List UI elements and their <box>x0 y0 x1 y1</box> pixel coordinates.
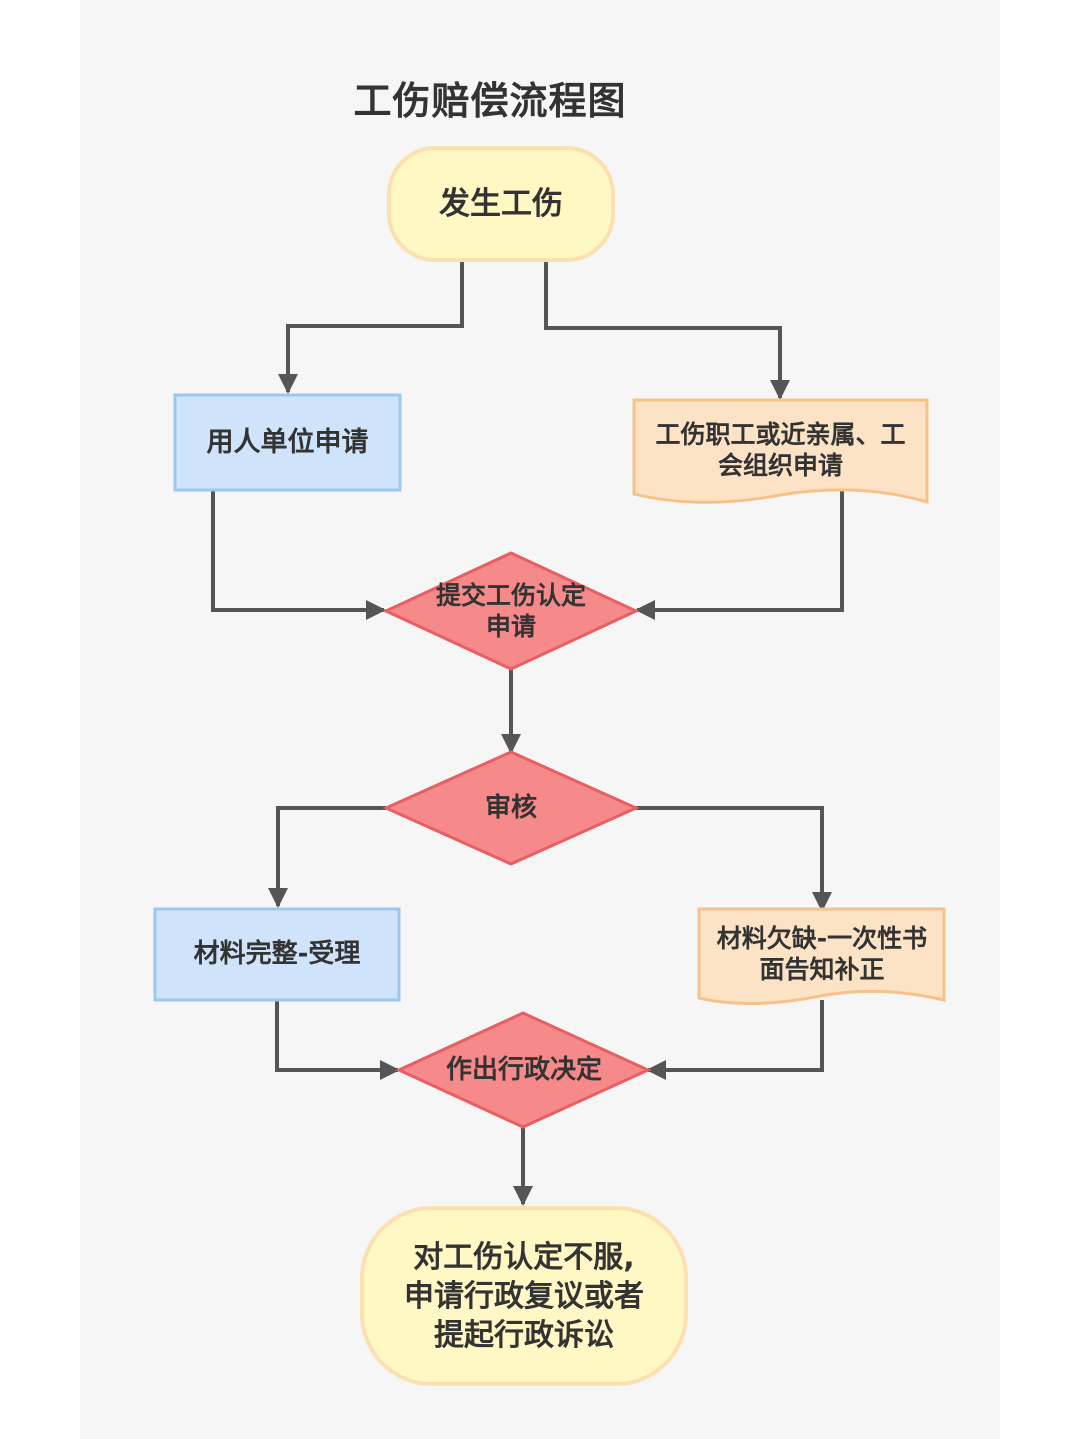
node-review-label: 审核 <box>484 792 537 823</box>
node-supplement-label: 材料欠缺-一次性书 面告知补正 <box>716 923 928 984</box>
edge-review-to-supplement <box>636 806 832 912</box>
node-end-shape <box>360 1206 688 1386</box>
node-accept-shape <box>153 907 401 1002</box>
node-accept-label: 材料完整-受理 <box>193 939 361 970</box>
node-end-label: 对工伤认定不服, 申请行政复议或者 提起行政诉讼 <box>404 1239 644 1353</box>
node-worker-shape <box>632 398 929 505</box>
node-supplement-shape <box>697 907 946 1005</box>
edge-supplement-to-decision <box>646 1000 824 1080</box>
node-worker-label: 工伤职工或近亲属、工 会组织申请 <box>655 419 906 480</box>
node-review-shape <box>382 750 640 866</box>
edge-employer-to-submit <box>211 490 386 620</box>
node-employer-shape <box>173 393 402 492</box>
diagram-title: 工伤赔偿流程图 <box>353 79 627 123</box>
node-start-shape <box>387 146 615 262</box>
edge-start-to-employer <box>278 262 464 394</box>
edge-accept-to-decision <box>275 1000 400 1080</box>
node-decision-label: 作出行政决定 <box>445 1054 602 1085</box>
node-decision-shape <box>395 1011 652 1129</box>
node-start-label: 发生工伤 <box>439 185 563 222</box>
edge-review-to-accept <box>268 806 386 908</box>
edge-start-to-worker <box>544 262 790 400</box>
node-submit-shape <box>382 551 640 671</box>
node-employer-label: 用人单位申请 <box>206 426 369 458</box>
edge-worker-to-submit <box>635 490 844 620</box>
node-submit-label: 提交工伤认定 申请 <box>435 580 586 641</box>
